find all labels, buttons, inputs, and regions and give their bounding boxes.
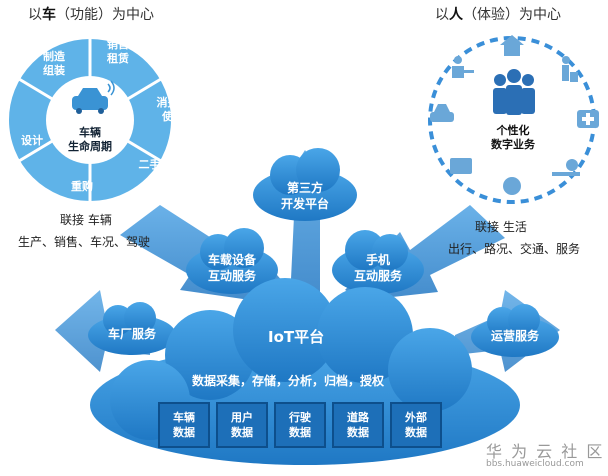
watermark-url: bbs.huaweicloud.com <box>486 459 584 469</box>
iot-platform-title: IoT平台 <box>268 328 325 346</box>
left-title-bold: 车 <box>42 7 56 23</box>
data-box-driving: 行驶 数据 <box>274 402 326 448</box>
car-small-icon <box>430 104 454 122</box>
experience-ring <box>428 35 599 204</box>
cloud-mobile <box>332 230 424 294</box>
right-title-bold: 人 <box>449 7 463 23</box>
desk-user-icon <box>452 56 474 78</box>
left-caption-line1: 联接 车辆 <box>60 213 112 227</box>
left-title-suffix: （功能）为中心 <box>56 7 154 23</box>
data-box-external: 外部 数据 <box>390 402 442 448</box>
third-party-label: 第三方 开发平台 <box>280 181 329 211</box>
cloud-vehicle-device <box>186 228 278 294</box>
digital-business-hub-label: 个性化 数字业务 <box>491 124 535 151</box>
data-box-road: 道路 数据 <box>332 402 384 448</box>
segment-manufacture: 制造 组装 <box>43 50 65 77</box>
cloud-factory <box>88 302 176 355</box>
left-title-prefix: 以 <box>28 7 42 23</box>
home-icon <box>500 35 524 56</box>
vehicle-device-label: 车载设备 互动服务 <box>207 253 256 283</box>
right-title-prefix: 以 <box>435 7 449 23</box>
cloud-third-party <box>253 148 357 221</box>
lifecycle-ring <box>7 37 173 203</box>
data-box-vehicle: 车辆 数据 <box>158 402 210 448</box>
mail-icon <box>450 158 472 174</box>
segment-sales: 销售 租赁 <box>107 38 129 65</box>
right-title: 以人（体验）为中心 <box>435 4 561 24</box>
right-caption-line2: 出行、路况、交通、服务 <box>448 242 581 256</box>
segment-used-car: 二手车 <box>138 158 172 171</box>
segment-repurchase: 重购 <box>71 180 93 193</box>
factory-label: 车厂服务 <box>107 327 156 341</box>
right-title-suffix: （体验）为中心 <box>463 7 561 23</box>
medical-icon <box>577 110 599 128</box>
car-icon <box>72 80 115 114</box>
segment-design: 设计 <box>21 134 43 147</box>
right-caption-line1: 联接 生活 <box>475 220 527 234</box>
cloud-operation <box>471 304 559 357</box>
lifecycle-hub-label: 车辆 生命周期 <box>68 126 112 153</box>
traveler-icon <box>562 56 578 82</box>
globe-icon <box>503 177 521 195</box>
left-caption-line2: 生产、销售、车况、驾驶 <box>18 235 151 249</box>
data-box-user: 用户 数据 <box>216 402 268 448</box>
segment-consumer: 消费者 使用 <box>156 96 190 123</box>
operation-label: 运营服务 <box>490 329 539 343</box>
map-pin-icon <box>552 159 580 176</box>
left-title: 以车（功能）为中心 <box>28 4 154 24</box>
watermark-brand: 华 为 云 社 区 <box>486 442 605 461</box>
mobile-label: 手机 互动服务 <box>353 253 402 283</box>
iot-platform-subtitle: 数据采集，存储，分析，归档，授权 <box>192 374 385 388</box>
people-icon <box>493 69 535 115</box>
